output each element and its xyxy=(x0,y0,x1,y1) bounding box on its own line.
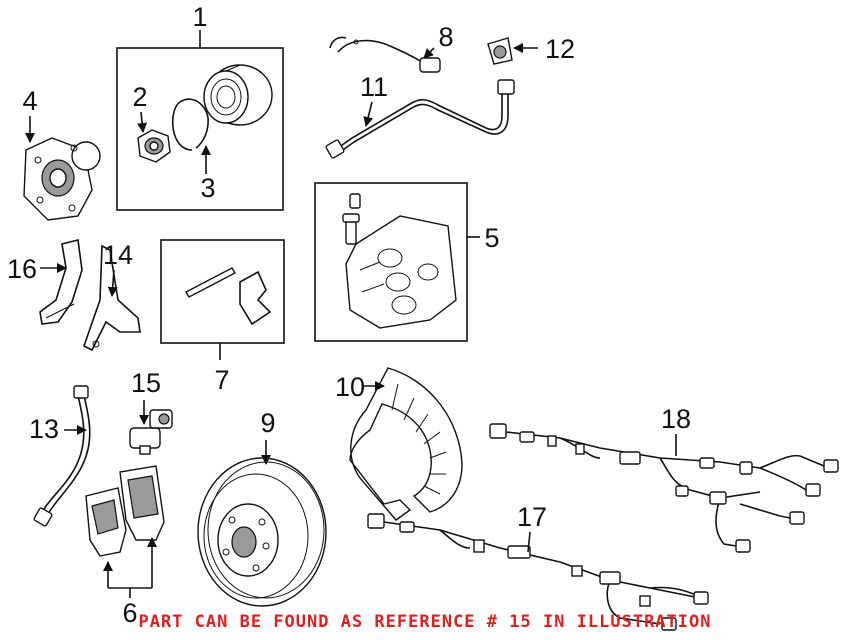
bearing-kit-group: 1 2 3 xyxy=(116,2,284,211)
wiring-harness-18 xyxy=(489,423,839,553)
callout-17: 17 xyxy=(517,502,547,532)
callout-14: 14 xyxy=(103,240,133,270)
callout-18: 18 xyxy=(661,404,691,434)
wheel-bearing xyxy=(203,64,273,126)
abs-sensor xyxy=(129,409,173,455)
callout-15: 15 xyxy=(131,368,161,398)
callout-13: 13 xyxy=(29,414,59,444)
anti-rattle-clip xyxy=(239,270,272,326)
caliper-group: 5 xyxy=(314,182,500,342)
hub-nut xyxy=(137,129,171,163)
callout-2: 2 xyxy=(132,82,147,112)
callout-10: 10 xyxy=(335,372,365,402)
callout-4: 4 xyxy=(22,86,37,116)
brake-line xyxy=(325,79,515,159)
bracket-14 xyxy=(83,244,141,352)
brake-rotor xyxy=(197,457,327,607)
callout-7: 7 xyxy=(214,365,229,395)
bracket-16 xyxy=(39,239,83,325)
callout-9: 9 xyxy=(260,408,275,438)
callout-8: 8 xyxy=(438,22,453,52)
guide-pin xyxy=(185,267,236,298)
callout-1: 1 xyxy=(192,2,207,32)
callout-16: 16 xyxy=(7,254,37,284)
pad-hardware-group: 7 xyxy=(160,239,285,395)
callout-3: 3 xyxy=(200,173,215,203)
callout-12: 12 xyxy=(545,34,575,64)
pad-hardware-box xyxy=(160,239,285,344)
brake-hose xyxy=(33,385,91,527)
callout-11: 11 xyxy=(360,72,388,102)
dust-shield xyxy=(349,367,463,521)
wheel-hub xyxy=(23,137,101,221)
brake-pads xyxy=(85,465,165,557)
caliper-box xyxy=(314,182,468,342)
reference-notice: PART CAN BE FOUND AS REFERENCE # 15 IN I… xyxy=(138,612,712,632)
wiring-harness-17 xyxy=(367,513,709,631)
wear-sensor xyxy=(329,36,441,73)
brake-caliper xyxy=(345,215,457,329)
hose-clip xyxy=(487,37,513,65)
snap-ring xyxy=(172,98,209,151)
callout-5: 5 xyxy=(484,223,499,253)
callout-6: 6 xyxy=(122,598,137,628)
